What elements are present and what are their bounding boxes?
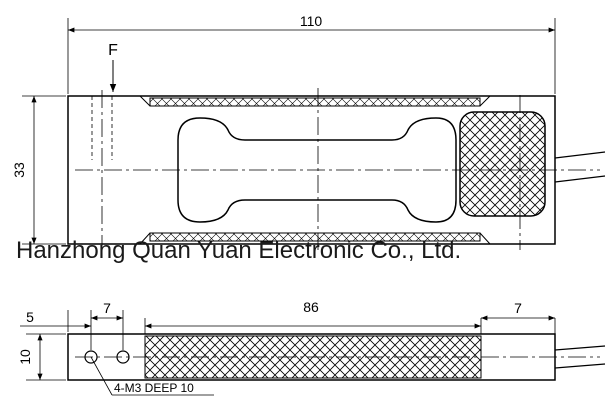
bone-cutout — [177, 117, 457, 223]
force-indicator: F — [108, 42, 118, 92]
bottom-dimensions: 5 7 86 7 10 4-M3 DEEP 10 — [17, 299, 556, 396]
dim-110-label: 110 — [300, 13, 323, 29]
dim-5-label: 5 — [26, 309, 34, 325]
dimension-overall-length: 110 — [67, 13, 556, 94]
thread-note-label: 4-M3 DEEP 10 — [114, 381, 194, 395]
dim-86-label: 86 — [303, 299, 319, 315]
cable — [554, 151, 606, 183]
company-watermark: Hanzhong Quan Yuan Electronic Co., Ltd. — [16, 237, 461, 264]
dim-10-label: 10 — [17, 349, 33, 365]
force-label: F — [108, 42, 118, 59]
bottom-view — [67, 333, 606, 381]
top-strip-hatch — [149, 97, 481, 107]
gauge-cover-hatch — [459, 111, 546, 217]
dimension-height: 33 — [11, 95, 66, 245]
dim-7-left-label: 7 — [103, 300, 111, 316]
top-view — [67, 88, 606, 250]
dim-7-right-label: 7 — [514, 300, 522, 316]
dim-33-label: 33 — [11, 162, 27, 178]
